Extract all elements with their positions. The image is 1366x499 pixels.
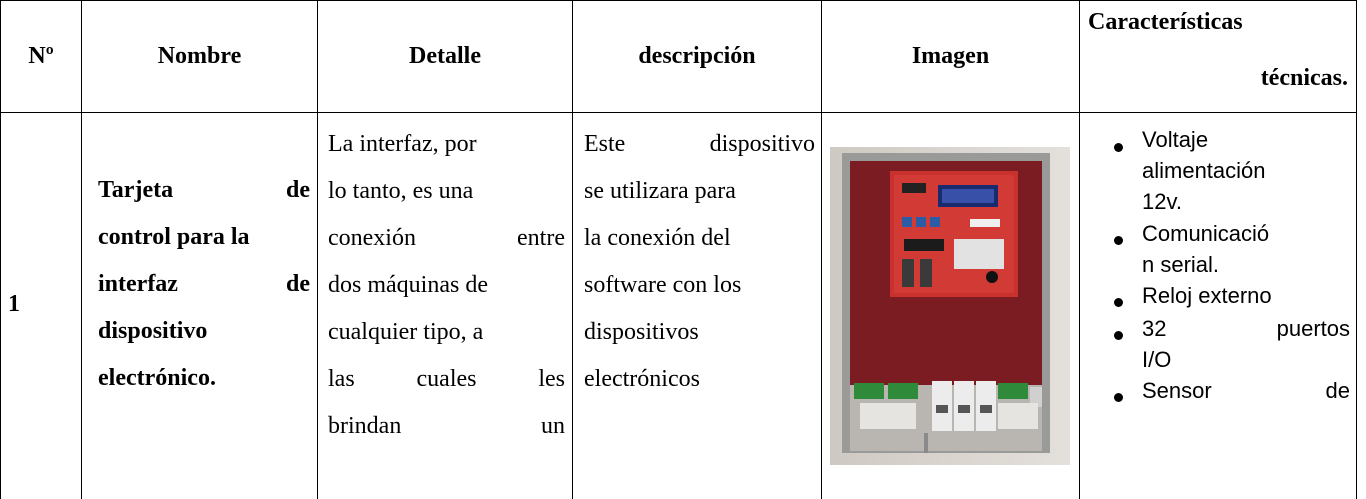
bullet-icon	[1114, 298, 1123, 307]
table-border	[1079, 0, 1080, 499]
nombre-line: control para la	[98, 224, 250, 250]
table-border	[572, 0, 573, 499]
caracteristica-line: 12v.	[1142, 189, 1182, 214]
row-number: 1	[8, 291, 20, 317]
caracteristica-line: Voltaje	[1142, 127, 1209, 152]
table-border	[317, 0, 318, 499]
detalle-line: La interfaz, por	[328, 131, 477, 157]
detalle-line: cualquier tipo, a	[328, 319, 484, 345]
bullet-icon	[1114, 143, 1123, 152]
header-detalle: Detalle	[409, 43, 481, 69]
header-caracteristicas-line1: Características	[1088, 9, 1243, 35]
descripcion-line: la conexión del	[584, 225, 731, 251]
descripcion-line: se utilizara para	[584, 178, 736, 204]
table-border	[81, 0, 82, 499]
caracteristica-line: I/O	[1142, 347, 1172, 372]
caracteristica-line: Reloj externo	[1142, 283, 1272, 308]
caracteristica-line: n serial.	[1142, 252, 1220, 277]
table-border	[0, 0, 1, 499]
bullet-icon	[1114, 393, 1123, 402]
table-border	[1356, 0, 1357, 499]
header-descripcion: descripción	[638, 43, 756, 69]
header-no: Nº	[28, 43, 54, 69]
bullet-icon	[1114, 236, 1123, 245]
table-border	[0, 112, 1357, 113]
table-border	[821, 0, 822, 499]
table-border	[0, 0, 1357, 1]
header-imagen: Imagen	[911, 43, 990, 69]
descripcion-line: software con los	[584, 272, 742, 298]
header-nombre: Nombre	[157, 43, 242, 69]
control-board-photo	[830, 147, 1070, 465]
nombre-line: dispositivo	[98, 318, 208, 344]
nombre-line: electrónico.	[98, 365, 216, 391]
caracteristica-line: Comunicació	[1142, 221, 1270, 246]
descripcion-line: electrónicos	[584, 366, 700, 392]
caracteristica-line: alimentación	[1142, 158, 1266, 183]
descripcion-line: dispositivos	[584, 319, 699, 345]
detalle-line: dos máquinas de	[328, 272, 488, 298]
header-caracteristicas-line2: técnicas.	[1260, 65, 1348, 91]
detalle-line: lo tanto, es una	[328, 178, 474, 204]
bullet-icon	[1114, 331, 1123, 340]
